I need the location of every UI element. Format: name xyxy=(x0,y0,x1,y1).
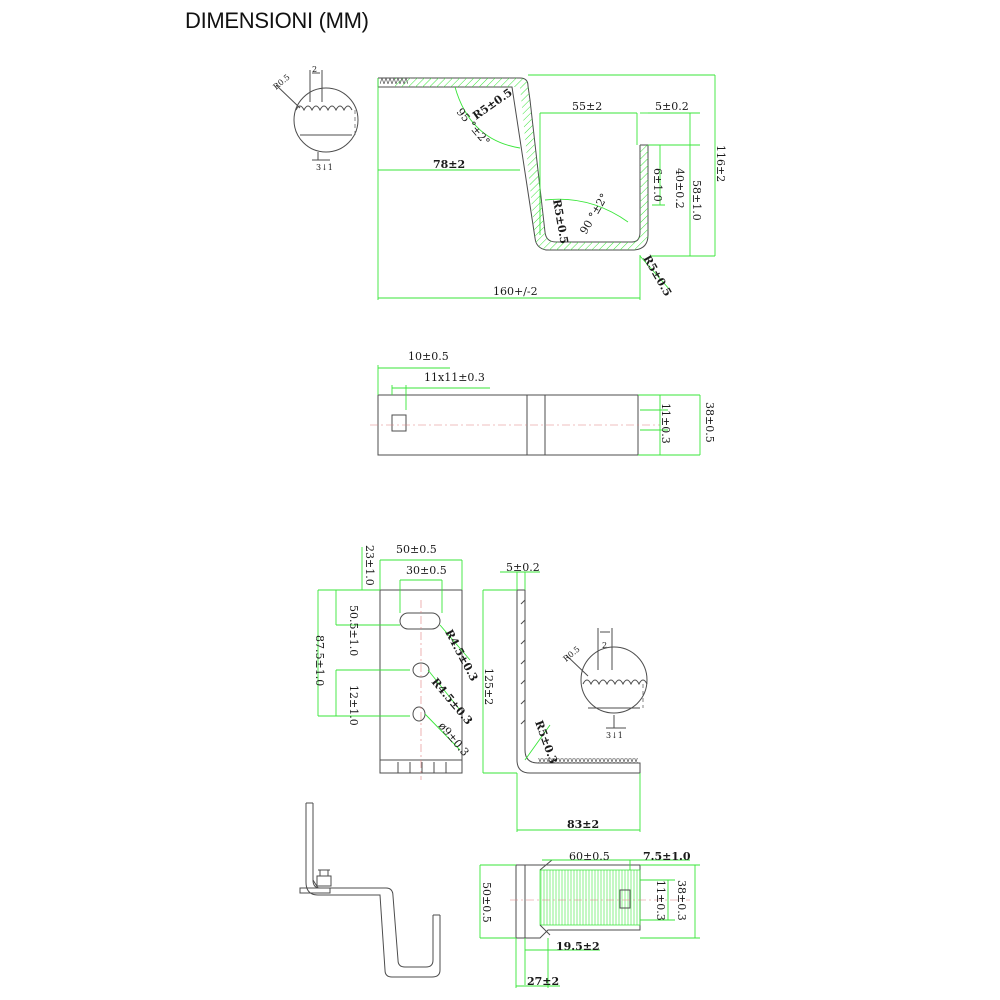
view-5-bottom-plan: 60±0.5 7.5±1.0 50±0.5 11±0.3 38±0.3 19.5… xyxy=(479,850,700,988)
dim-10: 10±0.5 xyxy=(408,350,449,363)
dim-160: 160+/-2 xyxy=(493,285,538,298)
dim-11-bottom: 11±0.3 xyxy=(654,880,667,921)
detail1-dim-r05: R0.5 xyxy=(272,73,292,92)
dim-38-bottom: 38±0.3 xyxy=(675,880,688,921)
detail1-dim-3: 3↓1 xyxy=(316,163,333,172)
dim-r5-corner: R5±0.5 xyxy=(640,253,674,299)
dim-r45-slot: R4.5±0.3 xyxy=(442,627,480,683)
dim-58: 58±1.0 xyxy=(690,180,703,221)
dim-r5-bottom: R5±0.5 xyxy=(550,198,571,245)
dim-23: 23±1.0 xyxy=(363,545,376,586)
detail2-dim-2: 2 xyxy=(602,641,607,650)
dim-50-top: 50±0.5 xyxy=(396,543,437,556)
dim-r45-hole: R4.5±0.3 xyxy=(429,676,475,728)
detail1-dim-2: 2 xyxy=(312,65,317,74)
dim-11-right: 11±0.3 xyxy=(659,403,672,444)
detail2-dim-3: 3↓1 xyxy=(606,731,623,740)
dim-87-5: 87.5±1.0 xyxy=(313,635,326,686)
dim-27: 27±2 xyxy=(527,975,559,988)
detail-teeth-circle-1: 2 R0.5 3↓1 xyxy=(272,65,359,172)
isometric-sketch xyxy=(299,802,441,978)
dim-19-5: 19.5±2 xyxy=(556,940,600,953)
view-4-l-bracket: 5±0.2 125±2 R5±0.3 83±2 xyxy=(482,561,641,832)
dim-5-02-b: 5±0.2 xyxy=(506,561,540,574)
dim-78: 78±2 xyxy=(433,158,465,171)
dim-angle-90: 90 °±2° xyxy=(577,191,611,236)
view-2-top-view: 10±0.5 11x11±0.3 11±0.3 38±0.5 xyxy=(370,350,716,456)
dim-30: 30±0.5 xyxy=(406,564,447,577)
detail-teeth-circle-2: 2 R0.5 3↓1 xyxy=(562,628,648,740)
dim-11x11: 11x11±0.3 xyxy=(424,371,485,384)
dim-38: 38±0.5 xyxy=(703,402,716,443)
dim-55: 55±2 xyxy=(572,100,602,113)
dim-6: 6±1.0 xyxy=(651,168,664,202)
view-3-front-plate: 50±0.5 30±0.5 23±1.0 50.5±1.0 87.5±1.0 1… xyxy=(313,543,480,780)
dim-40: 40±0.2 xyxy=(673,168,686,209)
dim-116: 116±2 xyxy=(714,145,727,182)
dim-5-02: 5±0.2 xyxy=(655,100,689,113)
dim-12: 12±1.0 xyxy=(347,685,360,726)
dim-r5-l: R5±0.3 xyxy=(532,719,560,766)
dim-50-5: 50.5±1.0 xyxy=(347,605,360,656)
dim-83: 83±2 xyxy=(567,818,599,831)
dim-60: 60±0.5 xyxy=(569,850,610,863)
page-title: DIMENSIONI (MM) xyxy=(185,8,369,33)
dim-125: 125±2 xyxy=(482,668,495,705)
dim-r5-top: R5±0.5 xyxy=(470,86,514,123)
view-1-side-profile: 55±2 5±0.2 116±2 78±2 6±1.0 40±0.2 58±1.… xyxy=(377,74,727,300)
dim-7-5: 7.5±1.0 xyxy=(643,850,691,863)
dim-50-bottom: 50±0.5 xyxy=(480,882,493,923)
